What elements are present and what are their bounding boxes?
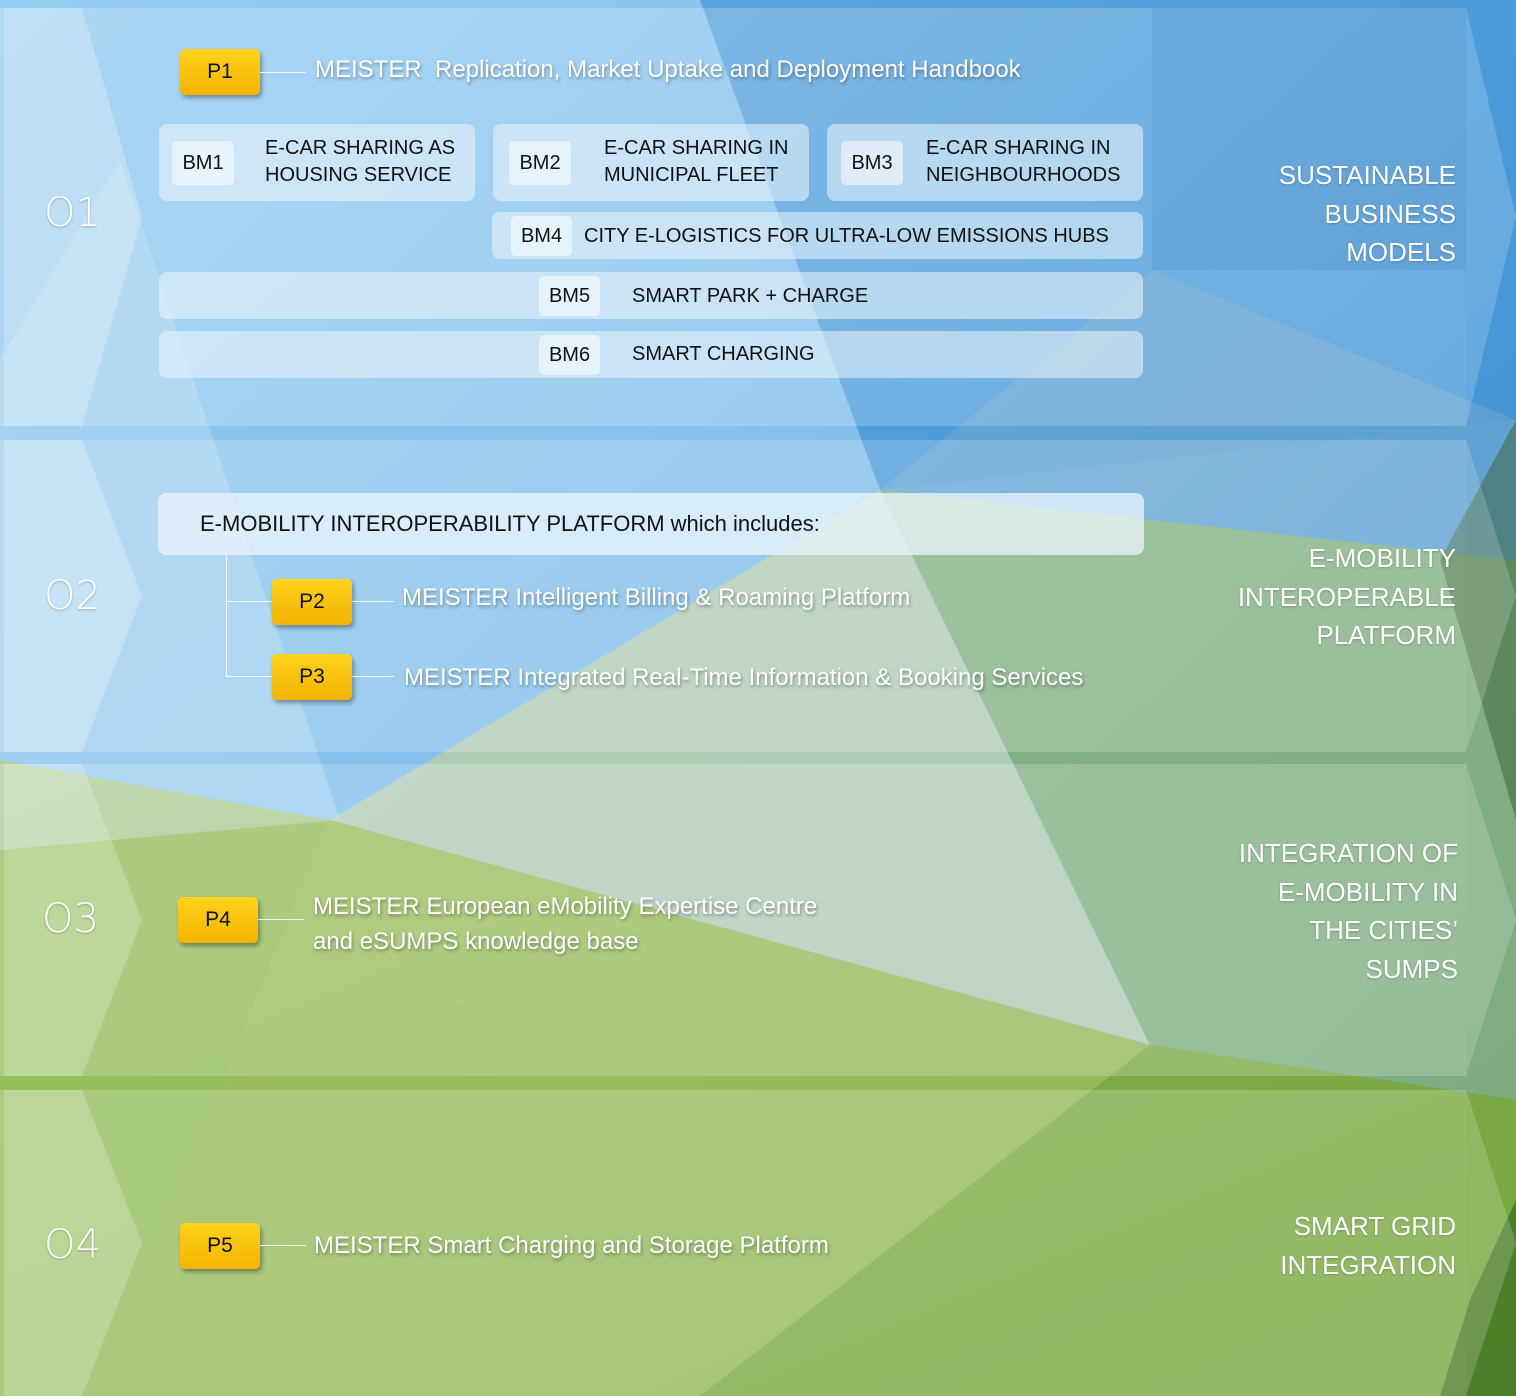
platform-box: [158, 493, 1144, 555]
product-badge-p5: P5: [180, 1223, 260, 1269]
business-model-box-bm5: [159, 272, 1143, 319]
band-o2: [4, 440, 1466, 752]
chevron-o4: [0, 1090, 142, 1396]
chevron-right-o2: [1466, 440, 1516, 752]
chevron-o1: [0, 8, 142, 426]
business-model-code-bm6: BM6: [539, 335, 600, 375]
business-model-text-bm5: SMART PARK + CHARGE: [632, 285, 869, 307]
chevron-right-o1: [1466, 8, 1516, 426]
connector-p5: [260, 1245, 306, 1246]
connector-p3: [352, 676, 394, 677]
chevron-right-o3: [1466, 764, 1516, 1076]
product-badge-p3: P3: [272, 654, 352, 700]
objective-number-o3: O3: [42, 896, 99, 942]
connector-tree-p3: [226, 676, 272, 677]
band-right-o1: [1152, 8, 1466, 270]
business-model-code-bm5: BM5: [539, 276, 600, 316]
objective-number-o1: O1: [44, 190, 101, 236]
objective-number-o2: O2: [44, 573, 101, 619]
connector-tree-p2: [226, 601, 272, 602]
chevron-right-o4: [1466, 1090, 1516, 1396]
product-text-p3: MEISTER Integrated Real-Time Information…: [404, 664, 1084, 691]
business-model-text-bm6: SMART CHARGING: [632, 343, 815, 365]
business-model-code-bm3: BM3: [841, 141, 903, 185]
product-text-p1: MEISTER Replication, Market Uptake and D…: [315, 56, 1021, 83]
business-model-box-bm4: [492, 212, 1143, 259]
objective-number-o4: O4: [44, 1222, 101, 1268]
connector-p2: [352, 601, 394, 602]
chevron-o2: [0, 440, 142, 752]
connector-p1: [260, 72, 306, 73]
product-badge-p2: P2: [272, 579, 352, 625]
business-model-code-bm2: BM2: [509, 141, 571, 185]
product-badge-p1: P1: [180, 49, 260, 95]
business-model-text-bm4: CITY E-LOGISTICS FOR ULTRA-LOW EMISSIONS…: [584, 225, 1109, 247]
connector-p4: [258, 919, 304, 920]
product-badge-p4: P4: [178, 897, 258, 943]
business-model-code-bm4: BM4: [511, 216, 572, 256]
product-text-p5: MEISTER Smart Charging and Storage Platf…: [314, 1232, 829, 1259]
chevron-o3: [0, 764, 142, 1076]
platform-title: E-MOBILITY INTEROPERABILITY PLATFORM whi…: [200, 511, 820, 536]
product-text-p4: MEISTER European eMobility Expertise Cen…: [313, 893, 818, 955]
business-model-box-bm6: [159, 331, 1143, 378]
product-text-p2: MEISTER Intelligent Billing & Roaming Pl…: [402, 584, 911, 611]
business-model-code-bm1: BM1: [172, 141, 234, 185]
platform-tree-line: [226, 555, 227, 677]
